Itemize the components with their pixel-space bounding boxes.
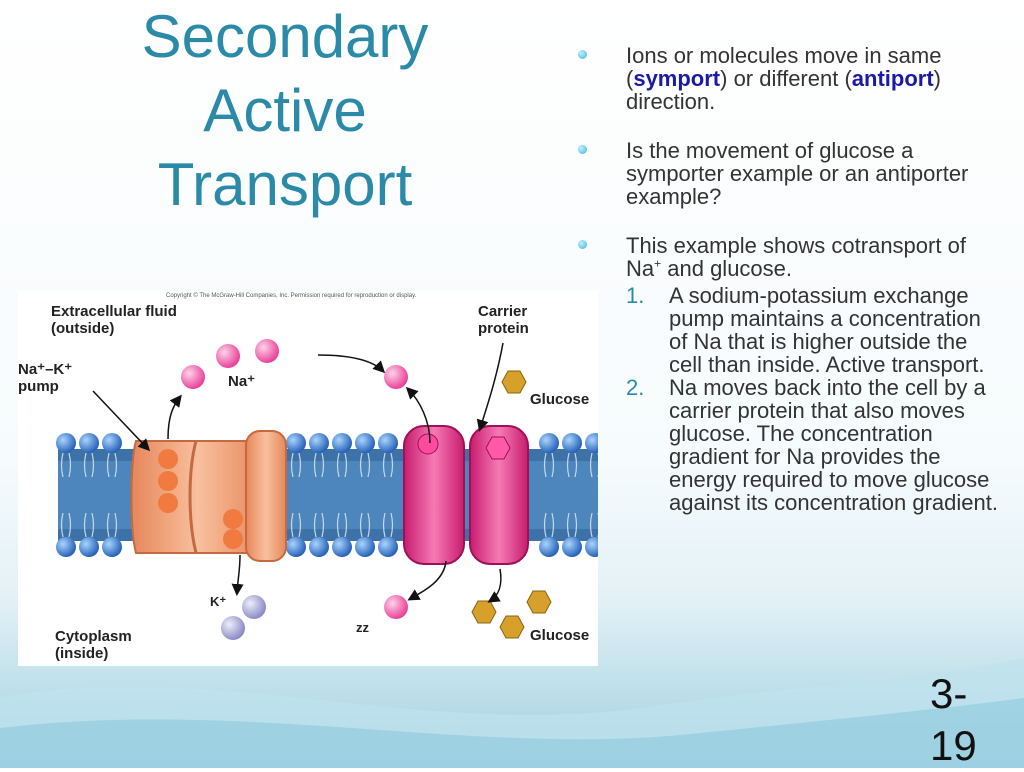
slide-number: 3-19: [930, 670, 977, 769]
cytoplasm-label: Cytoplasm(inside): [55, 628, 132, 662]
bullet-item: Ions or molecules move in same (symport)…: [578, 44, 998, 113]
step-text: A sodium-potassium exchange pump maintai…: [669, 283, 985, 377]
lipid-bilayer: [56, 433, 598, 557]
pump-label: Na⁺–K⁺pump: [18, 361, 73, 395]
step-item: 2. Na moves back into the cell by a carri…: [626, 376, 998, 514]
phospholipid-head: [378, 537, 398, 557]
copyright-note: Copyright © The McGraw-Hill Companies, I…: [166, 292, 417, 299]
carrier-protein: [403, 425, 529, 565]
phospholipid-head: [585, 537, 598, 557]
sodium-ion: [384, 595, 408, 619]
phospholipid-head: [102, 537, 122, 557]
glucose-molecule: [501, 370, 527, 394]
glucose-molecule: [526, 590, 552, 614]
bullet-item: Is the movement of glucose a symporter e…: [578, 139, 998, 208]
glucose-molecule: [471, 600, 497, 624]
phospholipid-head: [309, 433, 329, 453]
keyword-symport: symport: [633, 66, 721, 91]
phospholipid-head: [79, 537, 99, 557]
phospholipid-head: [378, 433, 398, 453]
potassium-label: K⁺: [210, 594, 227, 609]
phospholipid-head: [79, 433, 99, 453]
potassium-ion: [221, 616, 245, 640]
flow-arrows: [92, 342, 504, 603]
phospholipid-head: [539, 537, 559, 557]
potassium-ion: [242, 595, 266, 619]
slide-title: Secondary Active Transport: [110, 0, 460, 222]
step-number: 1.: [626, 283, 645, 308]
phospholipid-head: [309, 537, 329, 557]
sodium-ion: [384, 365, 408, 389]
step-item: 1. A sodium-potassium exchange pump maint…: [626, 284, 998, 376]
step-text: Na moves back into the cell by a carrier…: [669, 375, 998, 515]
sodium-ion: [181, 365, 205, 389]
phospholipid-head: [56, 433, 76, 453]
keyword-antiport: antiport: [851, 66, 934, 91]
title-line: Secondary: [141, 3, 429, 70]
sodium-ion: [255, 339, 279, 363]
sodium-label: Na⁺: [228, 373, 256, 390]
step-number: 2.: [626, 375, 645, 400]
title-line: Transport: [157, 151, 413, 218]
phospholipid-head: [332, 537, 352, 557]
sodium-ion: [216, 344, 240, 368]
phospholipid-head: [355, 433, 375, 453]
phospholipid-head: [102, 433, 122, 453]
phospholipid-head: [56, 537, 76, 557]
phospholipid-head: [539, 433, 559, 453]
phospholipid-head: [562, 433, 582, 453]
phospholipid-head: [562, 537, 582, 557]
glucose-label-bottom: Glucose: [530, 627, 590, 644]
phospholipid-head: [585, 433, 598, 453]
extracellular-label: Extracellular fluid(outside): [51, 303, 177, 337]
phospholipid-head: [286, 433, 306, 453]
glucose-label-top: Glucose: [530, 391, 590, 408]
title-line: Active: [203, 77, 367, 144]
zz-label: zz: [356, 620, 369, 635]
transport-diagram: Copyright © The McGraw-Hill Companies, I…: [18, 291, 598, 666]
background-wave: [0, 658, 1024, 768]
bullet-item: This example shows cotransport of Na+ an…: [578, 234, 998, 514]
phospholipid-head: [286, 537, 306, 557]
sodium-potassium-pump: [130, 430, 287, 562]
bullet-list: Ions or molecules move in same (symport)…: [578, 44, 998, 540]
phospholipid-head: [332, 433, 352, 453]
numbered-steps: 1. A sodium-potassium exchange pump maint…: [626, 284, 998, 514]
membrane-illustration: Copyright © The McGraw-Hill Companies, I…: [56, 292, 598, 640]
glucose-molecule: [499, 615, 525, 639]
phospholipid-head: [355, 537, 375, 557]
